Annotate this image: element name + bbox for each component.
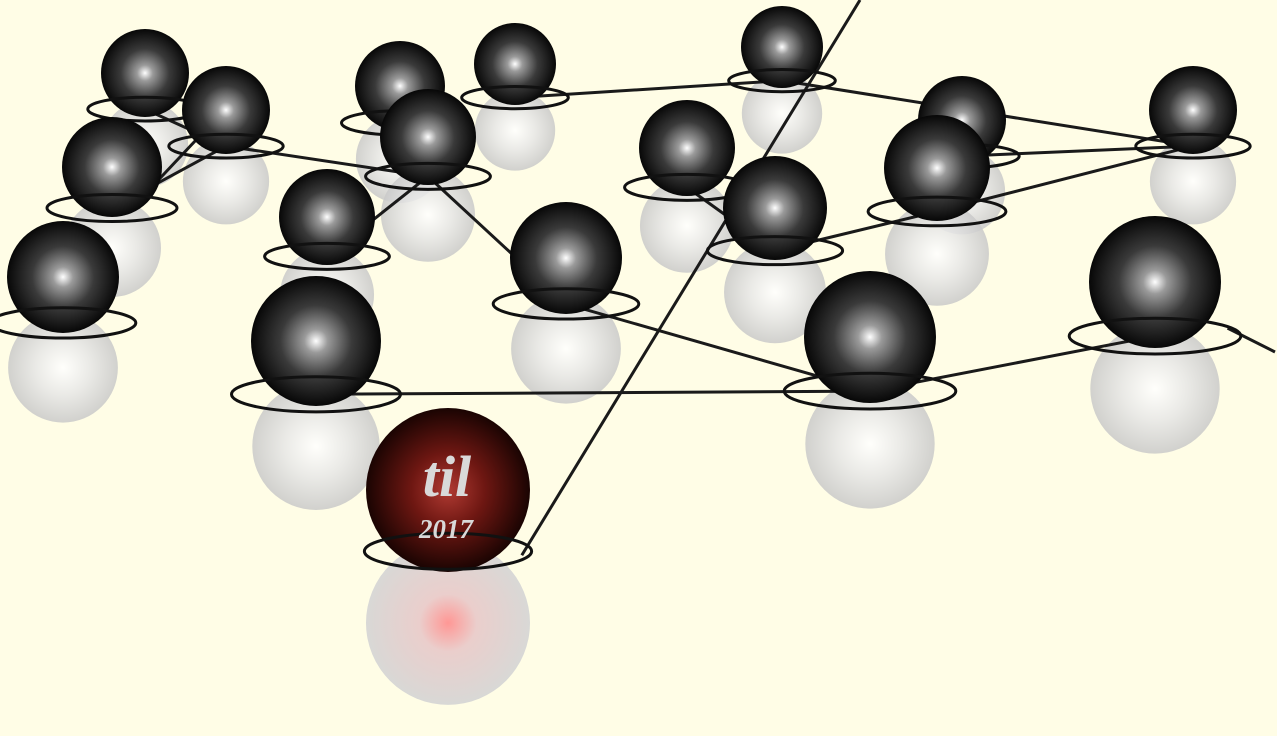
network-node-sphere [741,6,823,88]
sphere-reflection [474,90,556,171]
node-ring [460,85,570,111]
node-ring [866,195,1008,228]
node-ring [45,193,179,223]
node-ring [263,241,391,271]
network-node-sphere [723,156,827,260]
sphere-layer [0,6,1252,572]
node-ring [230,375,402,414]
sphere-reflection [380,167,476,262]
node-ring [0,306,138,340]
node-ring [727,68,837,94]
network-node-sphere [804,271,936,403]
node-ring [705,235,845,267]
node-ring [1067,316,1243,356]
sphere-reflection [511,293,621,404]
sphere-reflection [639,178,735,273]
network-link [315,389,871,396]
node-ring [491,287,641,321]
network-node-sphere [884,115,990,221]
logo-text: til [423,444,472,509]
network-node-sphere [380,89,476,185]
logo: til 2017 [418,444,475,544]
network-node-sphere [7,221,119,333]
node-ring [167,132,285,160]
sphere-reflection [885,201,989,306]
network-link [225,144,429,178]
network-link [520,0,862,557]
sphere-reflection [182,138,270,225]
network-link [961,144,1194,158]
sphere-reflection [1090,324,1220,454]
node-ring [364,161,492,191]
node-ring [782,371,958,411]
network-node-sphere [510,202,622,314]
network-node-sphere [62,117,162,217]
network-node-sphere [1149,66,1237,154]
logo-year: 2017 [418,514,475,544]
network-link [1226,326,1276,354]
sphere-reflection [1149,138,1237,225]
network-node-sphere [1089,216,1221,348]
network-link [514,79,783,100]
network-node-sphere [474,23,556,105]
logo-sphere-reflection [366,540,530,705]
node-ring [1134,132,1252,160]
sphere-reflection [724,241,826,344]
network-node-sphere [639,100,735,196]
network-node-sphere [279,169,375,265]
sphere-reflection [252,382,380,510]
logo-ring [362,531,534,571]
network-node-sphere [101,29,189,117]
sphere-reflection [8,312,118,423]
network-node-sphere [182,66,270,154]
logo-sphere [366,408,530,572]
network-node-sphere [251,276,381,406]
sphere-reflection [805,379,935,509]
